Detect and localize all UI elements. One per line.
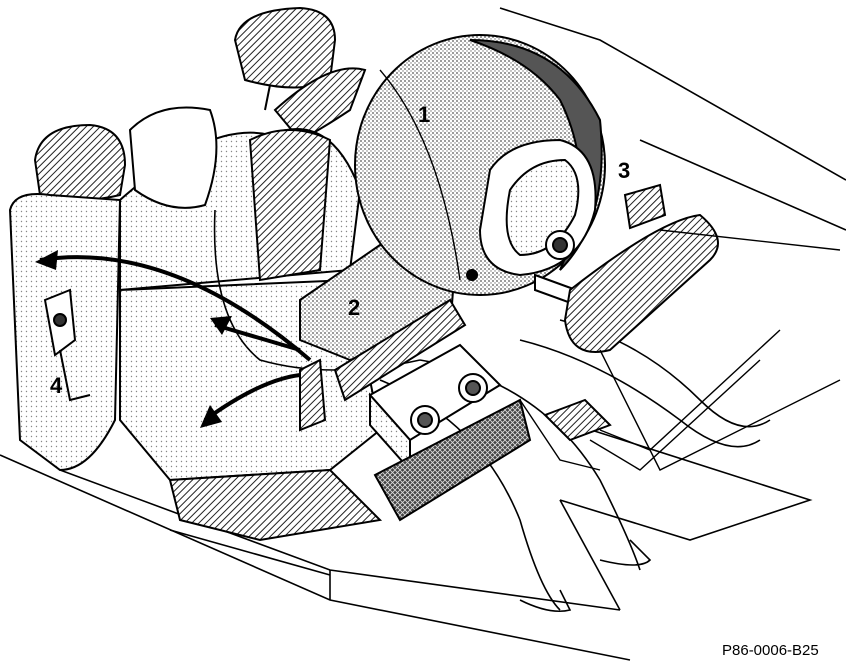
callout-1: 1 — [418, 104, 430, 126]
callout-3: 3 — [618, 160, 630, 182]
rear-seat — [235, 8, 365, 140]
figure-id-label: P86-0006-B25 — [722, 642, 819, 659]
control-unit — [370, 345, 610, 520]
callout-4: 4 — [50, 375, 62, 397]
callout-2: 2 — [348, 297, 360, 319]
